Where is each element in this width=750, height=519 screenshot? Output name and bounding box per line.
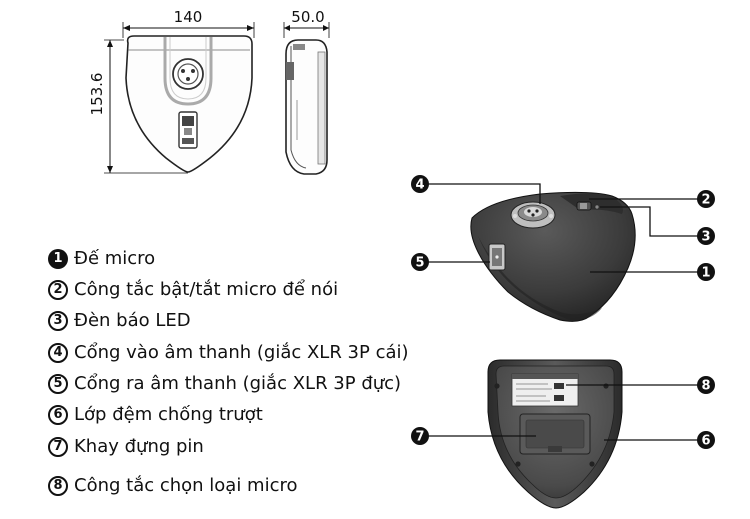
- legend-text: Cổng vào âm thanh (giắc XLR 3P cái): [74, 342, 409, 363]
- legend-text: Công tắc bật/tắt micro để nói: [74, 279, 339, 300]
- side-port: [286, 62, 294, 80]
- legend-text: Lớp đệm chống trượt: [74, 404, 263, 425]
- side-view-drawing: 50.0: [283, 8, 330, 175]
- screw-icon: [515, 461, 521, 467]
- screw-icon: [603, 383, 609, 389]
- svg-text:8: 8: [701, 379, 710, 394]
- legend-number: 4: [48, 342, 68, 363]
- arrow-icon: [123, 25, 130, 31]
- mic-base-body: [470, 191, 636, 322]
- legend-item: 8 Công tắc chọn loại micro: [48, 475, 298, 496]
- depth-dimension: 50.0: [291, 8, 324, 26]
- screw-icon: [589, 461, 595, 467]
- led-indicator: [594, 204, 600, 210]
- callout-badge: 4: [411, 175, 429, 193]
- svg-text:5: 5: [415, 256, 424, 271]
- side-outline: [285, 39, 328, 175]
- legend-text: Đế micro: [74, 248, 156, 269]
- legend-item: 1 Đế micro: [48, 248, 155, 269]
- legend-number: 6: [48, 404, 68, 425]
- arrow-icon: [107, 166, 113, 173]
- legend-item: 3 Đèn báo LED: [48, 310, 191, 331]
- legend-text: Công tắc chọn loại micro: [74, 475, 298, 496]
- legend-item: 4 Cổng vào âm thanh (giắc XLR 3P cái): [48, 342, 409, 363]
- svg-text:6: 6: [701, 434, 710, 449]
- callout-badges: 4 2 3 5 1 8 7 6: [411, 175, 715, 449]
- legend-item: 7 Khay đựng pin: [48, 436, 204, 457]
- arrow-icon: [107, 40, 113, 47]
- legend-number: 2: [48, 279, 68, 300]
- legend-text: Đèn báo LED: [74, 310, 191, 331]
- callout-badge: 6: [697, 431, 715, 449]
- legend-text: Cổng ra âm thanh (giắc XLR 3P đực): [74, 373, 402, 394]
- width-dimension: 140: [174, 8, 203, 26]
- arrow-icon: [247, 25, 254, 31]
- callout-badge: 7: [411, 427, 429, 445]
- arrow-icon: [284, 25, 290, 31]
- legend-number: 7: [48, 436, 68, 457]
- product-photo-bottom: [487, 359, 623, 509]
- legend-item: 5 Cổng ra âm thanh (giắc XLR 3P đực): [48, 373, 401, 394]
- svg-text:3: 3: [701, 230, 710, 245]
- legend-number: 1: [48, 248, 68, 269]
- legend-number: 8: [48, 475, 68, 496]
- callout-lines: [428, 183, 698, 441]
- svg-text:1: 1: [701, 266, 710, 281]
- arrow-icon: [323, 25, 329, 31]
- svg-text:7: 7: [415, 430, 424, 445]
- legend-number: 5: [48, 373, 68, 394]
- svg-text:4: 4: [415, 178, 424, 193]
- callout-badge: 5: [411, 253, 429, 271]
- legend-item: 6 Lớp đệm chống trượt: [48, 404, 263, 425]
- svg-text:2: 2: [701, 193, 710, 208]
- screw-icon: [494, 383, 500, 389]
- legend-text: Khay đựng pin: [74, 436, 204, 457]
- front-view-drawing: 140 153.6: [88, 8, 255, 174]
- product-photo-top: [470, 191, 636, 322]
- callout-badge: 1: [697, 263, 715, 281]
- legend-number: 3: [48, 310, 68, 331]
- height-dimension: 153.6: [88, 73, 106, 116]
- callout-badge: 3: [697, 227, 715, 245]
- callout-badge: 2: [697, 190, 715, 208]
- callout-badge: 8: [697, 376, 715, 394]
- legend-item: 2 Công tắc bật/tắt micro để nói: [48, 279, 338, 300]
